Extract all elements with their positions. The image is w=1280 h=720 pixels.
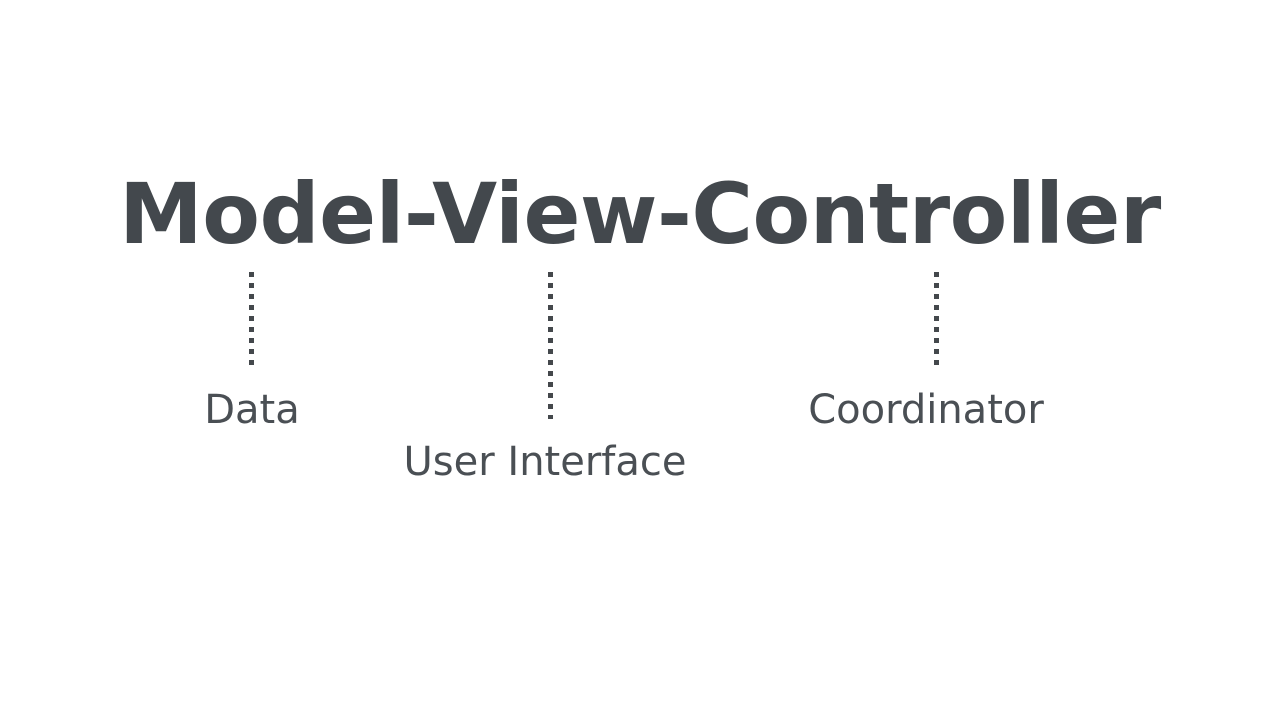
connector-line-model <box>249 272 254 366</box>
page-title: Model-View-Controller <box>119 165 1161 263</box>
label-model-data: Data <box>204 387 300 433</box>
connector-line-view <box>548 272 553 419</box>
label-view-user-interface: User Interface <box>403 439 687 485</box>
connector-line-controller <box>934 272 939 366</box>
label-controller-coordinator: Coordinator <box>808 387 1044 433</box>
